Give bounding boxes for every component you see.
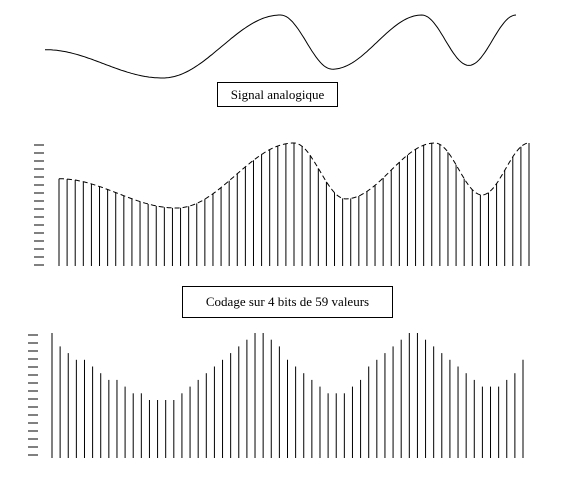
quantized-signal [28, 333, 524, 458]
dashed-envelope [59, 142, 530, 209]
analog-curve [45, 14, 517, 79]
analog-signal [45, 14, 517, 79]
coding-label: Codage sur 4 bits de 59 valeurs [182, 286, 393, 318]
sampled-signal [34, 142, 530, 266]
analog-signal-label: Signal analogique [217, 82, 338, 107]
